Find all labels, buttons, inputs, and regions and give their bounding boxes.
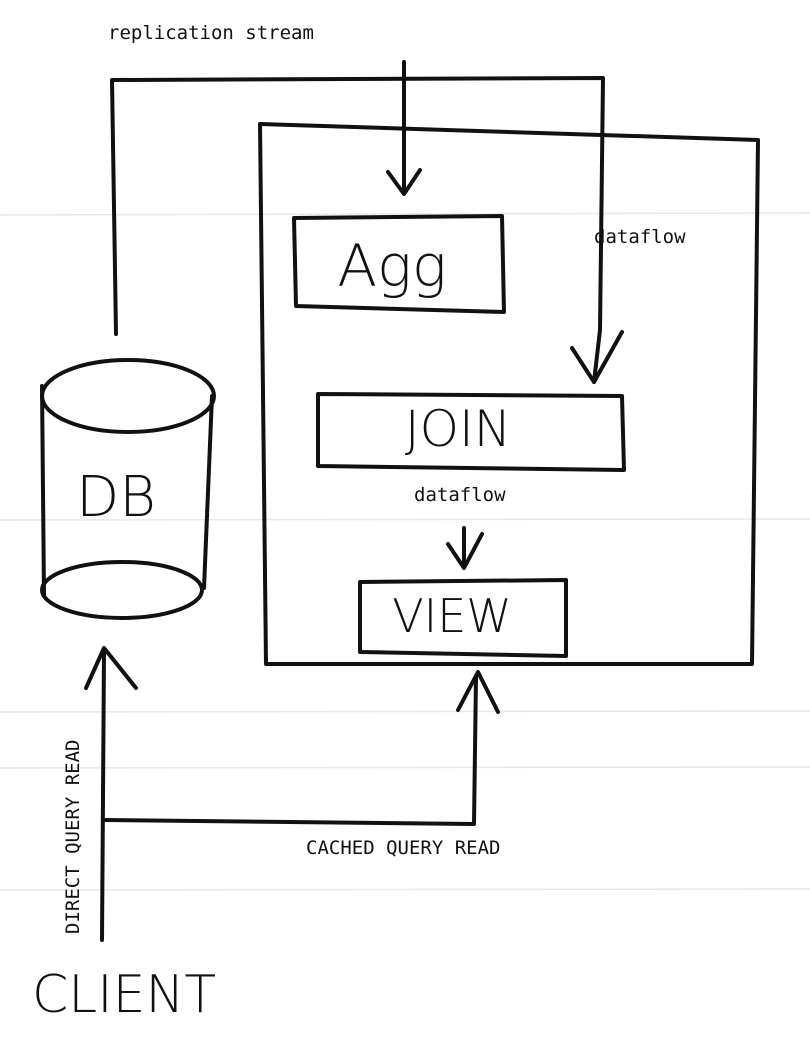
view-node: VIEW xyxy=(358,578,568,658)
dataflow-to-join-line xyxy=(592,328,602,384)
client-to-db-line xyxy=(100,650,106,942)
view-arrowhead xyxy=(446,532,484,570)
join-label: JOIN xyxy=(405,400,511,458)
cache-boundary-box xyxy=(258,122,760,666)
db-cylinder-top xyxy=(40,358,216,434)
db-node: DB xyxy=(40,358,216,620)
view-read-arrowhead xyxy=(456,670,500,714)
dataflow-label-bottom: dataflow xyxy=(414,484,506,506)
view-box xyxy=(358,578,568,658)
direct-query-read-label: DIRECT QUERY READ xyxy=(62,740,84,934)
agg-arrowhead xyxy=(386,168,422,196)
join-node: JOIN xyxy=(316,392,626,472)
db-label: DB xyxy=(76,465,156,530)
view-label: VIEW xyxy=(392,589,512,643)
replication-stream-label: replication stream xyxy=(108,22,314,44)
db-read-arrowhead xyxy=(84,646,138,690)
client-label: CLIENT xyxy=(32,965,216,1025)
agg-label: Agg xyxy=(337,232,446,300)
dataflow-label-top: dataflow xyxy=(594,226,686,248)
cached-query-read-label: CACHED QUERY READ xyxy=(306,837,500,859)
db-cylinder-body xyxy=(40,384,214,598)
agg-box xyxy=(292,214,506,314)
db-cylinder-bottom xyxy=(40,560,204,620)
join-box xyxy=(316,392,626,472)
replication-stream-line xyxy=(110,76,605,336)
paper-lines xyxy=(0,212,810,891)
agg-node: Agg xyxy=(292,214,506,314)
cached-read-line xyxy=(104,674,478,826)
